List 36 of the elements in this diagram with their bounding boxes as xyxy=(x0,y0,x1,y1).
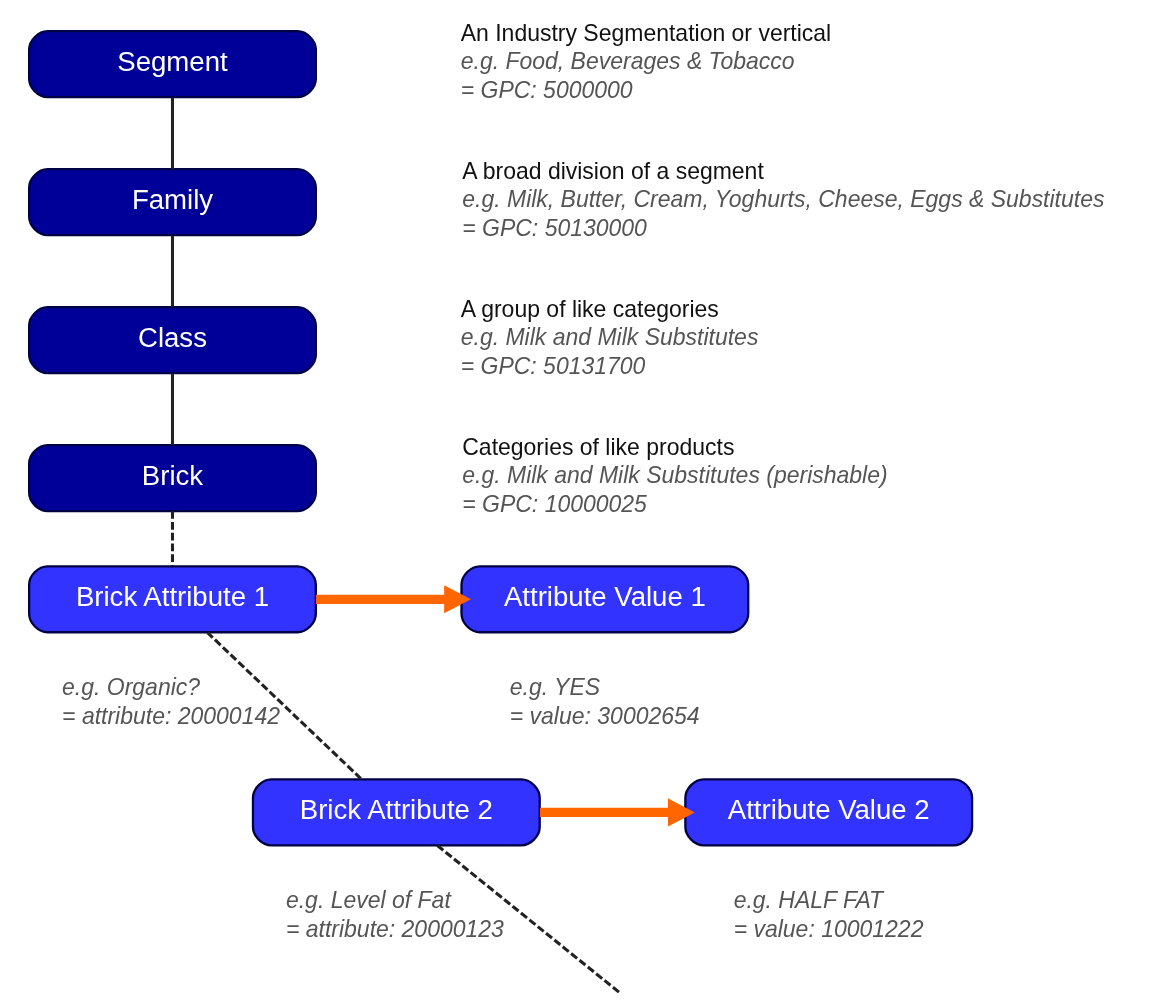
node-label: e.g. Milk and Milk Substitutes xyxy=(460,323,758,350)
node-label: = GPC: 50131700 xyxy=(460,352,645,379)
node-label: = GPC: 5000000 xyxy=(460,76,633,103)
node-label: e.g. HALF FAT xyxy=(733,887,883,914)
node-label: = attribute: 20000123 xyxy=(285,916,504,943)
node-label: = value: 30002654 xyxy=(509,703,700,730)
node-box: Attribute Value 1 xyxy=(459,565,749,634)
connector xyxy=(170,97,174,169)
node-label: e.g. YES xyxy=(509,674,600,701)
connector xyxy=(170,235,174,307)
node-label: = value: 10001222 xyxy=(733,916,923,943)
node-box: Family xyxy=(27,168,317,237)
node-box: Attribute Value 2 xyxy=(683,778,973,847)
node-label: e.g. Milk, Butter, Cream, Yoghurts, Cheese, Eggs & Substitutes xyxy=(461,185,1104,212)
node-label: e.g. Level of Fat xyxy=(285,887,451,914)
node-label: = attribute: 20000142 xyxy=(61,703,280,730)
node-label: e.g. Milk and Milk Substitutes (perishable) xyxy=(461,461,888,488)
node-label: e.g. Organic? xyxy=(61,674,200,701)
connector xyxy=(435,844,620,994)
arrow xyxy=(539,798,695,827)
node-label: e.g. Food, Beverages & Tobacco xyxy=(460,47,795,74)
node-label: = GPC: 10000025 xyxy=(461,490,647,517)
node-label: A broad division of a segment xyxy=(461,158,764,185)
node-label: = GPC: 50130000 xyxy=(461,214,647,241)
node-box: Brick xyxy=(27,444,317,513)
node-label: An Industry Segmentation or vertical xyxy=(460,20,831,47)
arrow xyxy=(315,585,471,614)
connector xyxy=(170,511,174,566)
node-label: Categories of like products xyxy=(461,434,734,461)
node-box: Brick Attribute 2 xyxy=(251,778,541,847)
node-label: A group of like categories xyxy=(460,296,719,323)
connector xyxy=(170,373,174,445)
node-box: Segment xyxy=(27,30,317,99)
node-box: Brick Attribute 1 xyxy=(27,565,317,634)
node-box: Class xyxy=(27,306,317,375)
connector xyxy=(205,631,363,781)
